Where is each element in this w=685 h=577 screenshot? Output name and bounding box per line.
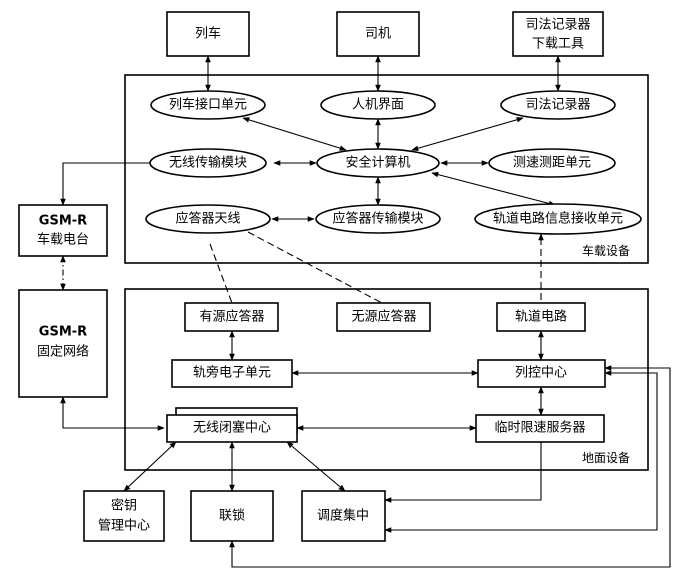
jru-tool-label-line2: 下载工具 bbox=[532, 37, 584, 52]
interlocking-label: 联锁 bbox=[219, 508, 245, 524]
gsmr-network-box bbox=[18, 289, 108, 398]
balise-antenna bbox=[145, 204, 271, 234]
link-tsrs-ctc bbox=[384, 442, 542, 503]
link-antenna-active-balise bbox=[209, 243, 233, 304]
connection-lines bbox=[60, 55, 671, 568]
track-circuit-box bbox=[496, 302, 586, 332]
leu-label: 轨旁电子单元 bbox=[193, 365, 271, 381]
link-rbc-kmc bbox=[123, 441, 177, 492]
ctc-box bbox=[301, 490, 386, 542]
track-circuit-label: 轨道电路 bbox=[515, 309, 567, 325]
link-radio-cabradio bbox=[60, 162, 150, 206]
track-circuit-reader bbox=[474, 203, 642, 235]
cab-radio-label-line1: GSM-R bbox=[39, 214, 87, 229]
balise-transmission-module bbox=[315, 204, 441, 234]
onboard-equipment-frame bbox=[124, 74, 649, 264]
driver-label: 司机 bbox=[365, 27, 391, 42]
gsmr-network-label-line1: GSM-R bbox=[39, 325, 87, 340]
link-trackreader-vc bbox=[431, 171, 556, 207]
kmc-label-line1: 密钥 bbox=[111, 498, 137, 514]
rbc-box bbox=[166, 414, 298, 443]
cab-radio-label-line2: 车载电台 bbox=[37, 232, 89, 248]
active-balise-label: 有源应答器 bbox=[199, 309, 264, 325]
ctc-label: 调度集中 bbox=[317, 508, 369, 524]
balise-antenna-label: 应答器天线 bbox=[175, 211, 240, 227]
link-jru-vc bbox=[411, 117, 524, 151]
rbc-label: 无线闭塞中心 bbox=[193, 420, 271, 436]
link-tiu-vc bbox=[242, 117, 347, 151]
ground-equipment-label: 地面设备 bbox=[582, 451, 630, 465]
driver-box bbox=[336, 11, 420, 57]
link-tcc-interlocking bbox=[229, 365, 671, 568]
jru-label: 司法记录器 bbox=[525, 98, 590, 113]
jru-tool-box bbox=[512, 11, 604, 57]
tcc-label: 列控中心 bbox=[515, 366, 567, 381]
active-balise-box bbox=[184, 302, 279, 332]
passive-balise-label: 无源应答器 bbox=[351, 309, 416, 325]
link-antenna-passive-balise bbox=[247, 231, 383, 304]
speed-unit-label: 测速测距单元 bbox=[513, 156, 591, 171]
passive-balise-box bbox=[336, 302, 431, 332]
kmc-label-line2: 管理中心 bbox=[98, 519, 150, 534]
cab-radio-box bbox=[18, 204, 108, 257]
tsrs-box bbox=[475, 414, 605, 443]
speed-distance-unit bbox=[488, 148, 616, 178]
dmi-unit bbox=[320, 90, 436, 120]
gsmr-network-label-line2: 固定网络 bbox=[37, 344, 89, 360]
tcc-box bbox=[477, 359, 606, 388]
onboard-equipment-label: 车载设备 bbox=[582, 243, 630, 258]
train-interface-label: 列车接口单元 bbox=[169, 97, 247, 113]
dmi-label: 人机界面 bbox=[352, 98, 404, 113]
balise-module-label: 应答器传输模块 bbox=[332, 211, 423, 227]
vital-computer bbox=[316, 148, 440, 178]
tsrs-label: 临时限速服务器 bbox=[494, 420, 585, 436]
kmc-box bbox=[83, 490, 165, 542]
jru-tool-label-line1: 司法记录器 bbox=[525, 18, 590, 33]
link-rbc-ctc bbox=[286, 441, 346, 492]
interlocking-box bbox=[190, 490, 274, 542]
train-box bbox=[166, 11, 250, 57]
radio-module-label: 无线传输模块 bbox=[169, 155, 247, 171]
train-label: 列车 bbox=[195, 26, 221, 42]
vital-computer-label: 安全计算机 bbox=[345, 155, 410, 171]
link-network-rbc bbox=[60, 396, 165, 431]
jru-unit bbox=[500, 90, 616, 120]
train-interface-unit bbox=[150, 90, 266, 120]
track-circuit-reader-label: 轨道电路信息接收单元 bbox=[493, 211, 623, 227]
leu-box bbox=[171, 359, 293, 388]
radio-transmission-module bbox=[149, 148, 267, 178]
